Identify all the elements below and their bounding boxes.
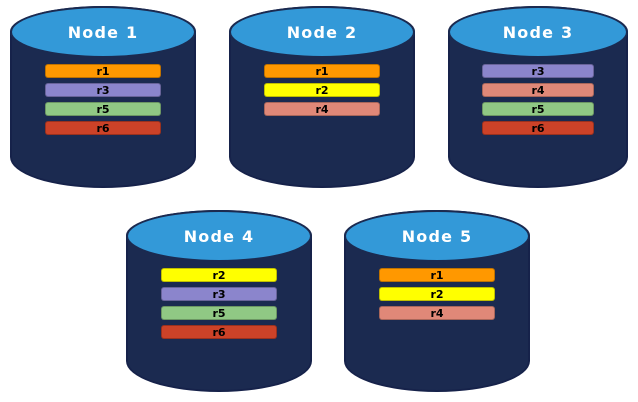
replica-list: r1 r2 r4 [344, 268, 530, 320]
replica-bar-r2[interactable]: r2 [264, 83, 380, 97]
cylinder-top-ellipse: Node 5 [344, 210, 530, 262]
cylinder-top-ellipse: Node 2 [229, 6, 415, 58]
replica-label: r5 [531, 102, 545, 116]
cylinder-top-ellipse: Node 1 [10, 6, 196, 58]
replica-bar-r5[interactable]: r5 [161, 306, 277, 320]
replica-label: r1 [430, 268, 444, 282]
replica-bar-r3[interactable]: r3 [45, 83, 161, 97]
replica-label: r5 [96, 102, 110, 116]
replica-label: r4 [315, 102, 329, 116]
replica-bar-r4[interactable]: r4 [379, 306, 495, 320]
replica-label: r3 [212, 287, 226, 301]
node-title: Node 2 [286, 23, 358, 42]
replica-list: r2 r3 r5 r6 [126, 268, 312, 339]
replica-label: r2 [430, 287, 444, 301]
node-title: Node 3 [502, 23, 574, 42]
replica-bar-r5[interactable]: r5 [482, 102, 594, 116]
replica-bar-r4[interactable]: r4 [264, 102, 380, 116]
cylinder-top-ellipse: Node 4 [126, 210, 312, 262]
replica-label: r6 [96, 121, 110, 135]
replica-list: r1 r3 r5 r6 [10, 64, 196, 135]
replica-bar-r2[interactable]: r2 [379, 287, 495, 301]
replica-label: r3 [96, 83, 110, 97]
replica-label: r2 [315, 83, 329, 97]
node-title: Node 4 [183, 227, 255, 246]
replica-bar-r6[interactable]: r6 [45, 121, 161, 135]
replica-bar-r3[interactable]: r3 [161, 287, 277, 301]
replica-list: r3 r4 r5 r6 [448, 64, 628, 135]
replica-bar-r1[interactable]: r1 [45, 64, 161, 78]
replica-bar-r3[interactable]: r3 [482, 64, 594, 78]
replica-bar-r6[interactable]: r6 [482, 121, 594, 135]
node-3[interactable]: Node 3 r3 r4 r5 r6 [448, 6, 628, 188]
replica-bar-r1[interactable]: r1 [264, 64, 380, 78]
replica-bar-r4[interactable]: r4 [482, 83, 594, 97]
replica-label: r1 [315, 64, 329, 78]
node-4[interactable]: Node 4 r2 r3 r5 r6 [126, 210, 312, 392]
cylinder-top-ellipse: Node 3 [448, 6, 628, 58]
node-title: Node 5 [401, 227, 473, 246]
node-5[interactable]: Node 5 r1 r2 r4 [344, 210, 530, 392]
replica-bar-r6[interactable]: r6 [161, 325, 277, 339]
replica-bar-r2[interactable]: r2 [161, 268, 277, 282]
node-title: Node 1 [67, 23, 139, 42]
replica-label: r2 [212, 268, 226, 282]
replica-label: r6 [531, 121, 545, 135]
replica-label: r6 [212, 325, 226, 339]
replica-label: r5 [212, 306, 226, 320]
node-1[interactable]: Node 1 r1 r3 r5 r6 [10, 6, 196, 188]
replica-label: r4 [531, 83, 545, 97]
replica-label: r1 [96, 64, 110, 78]
replica-list: r1 r2 r4 [229, 64, 415, 116]
replica-label: r4 [430, 306, 444, 320]
node-2[interactable]: Node 2 r1 r2 r4 [229, 6, 415, 188]
replica-bar-r1[interactable]: r1 [379, 268, 495, 282]
replica-label: r3 [531, 64, 545, 78]
replica-bar-r5[interactable]: r5 [45, 102, 161, 116]
